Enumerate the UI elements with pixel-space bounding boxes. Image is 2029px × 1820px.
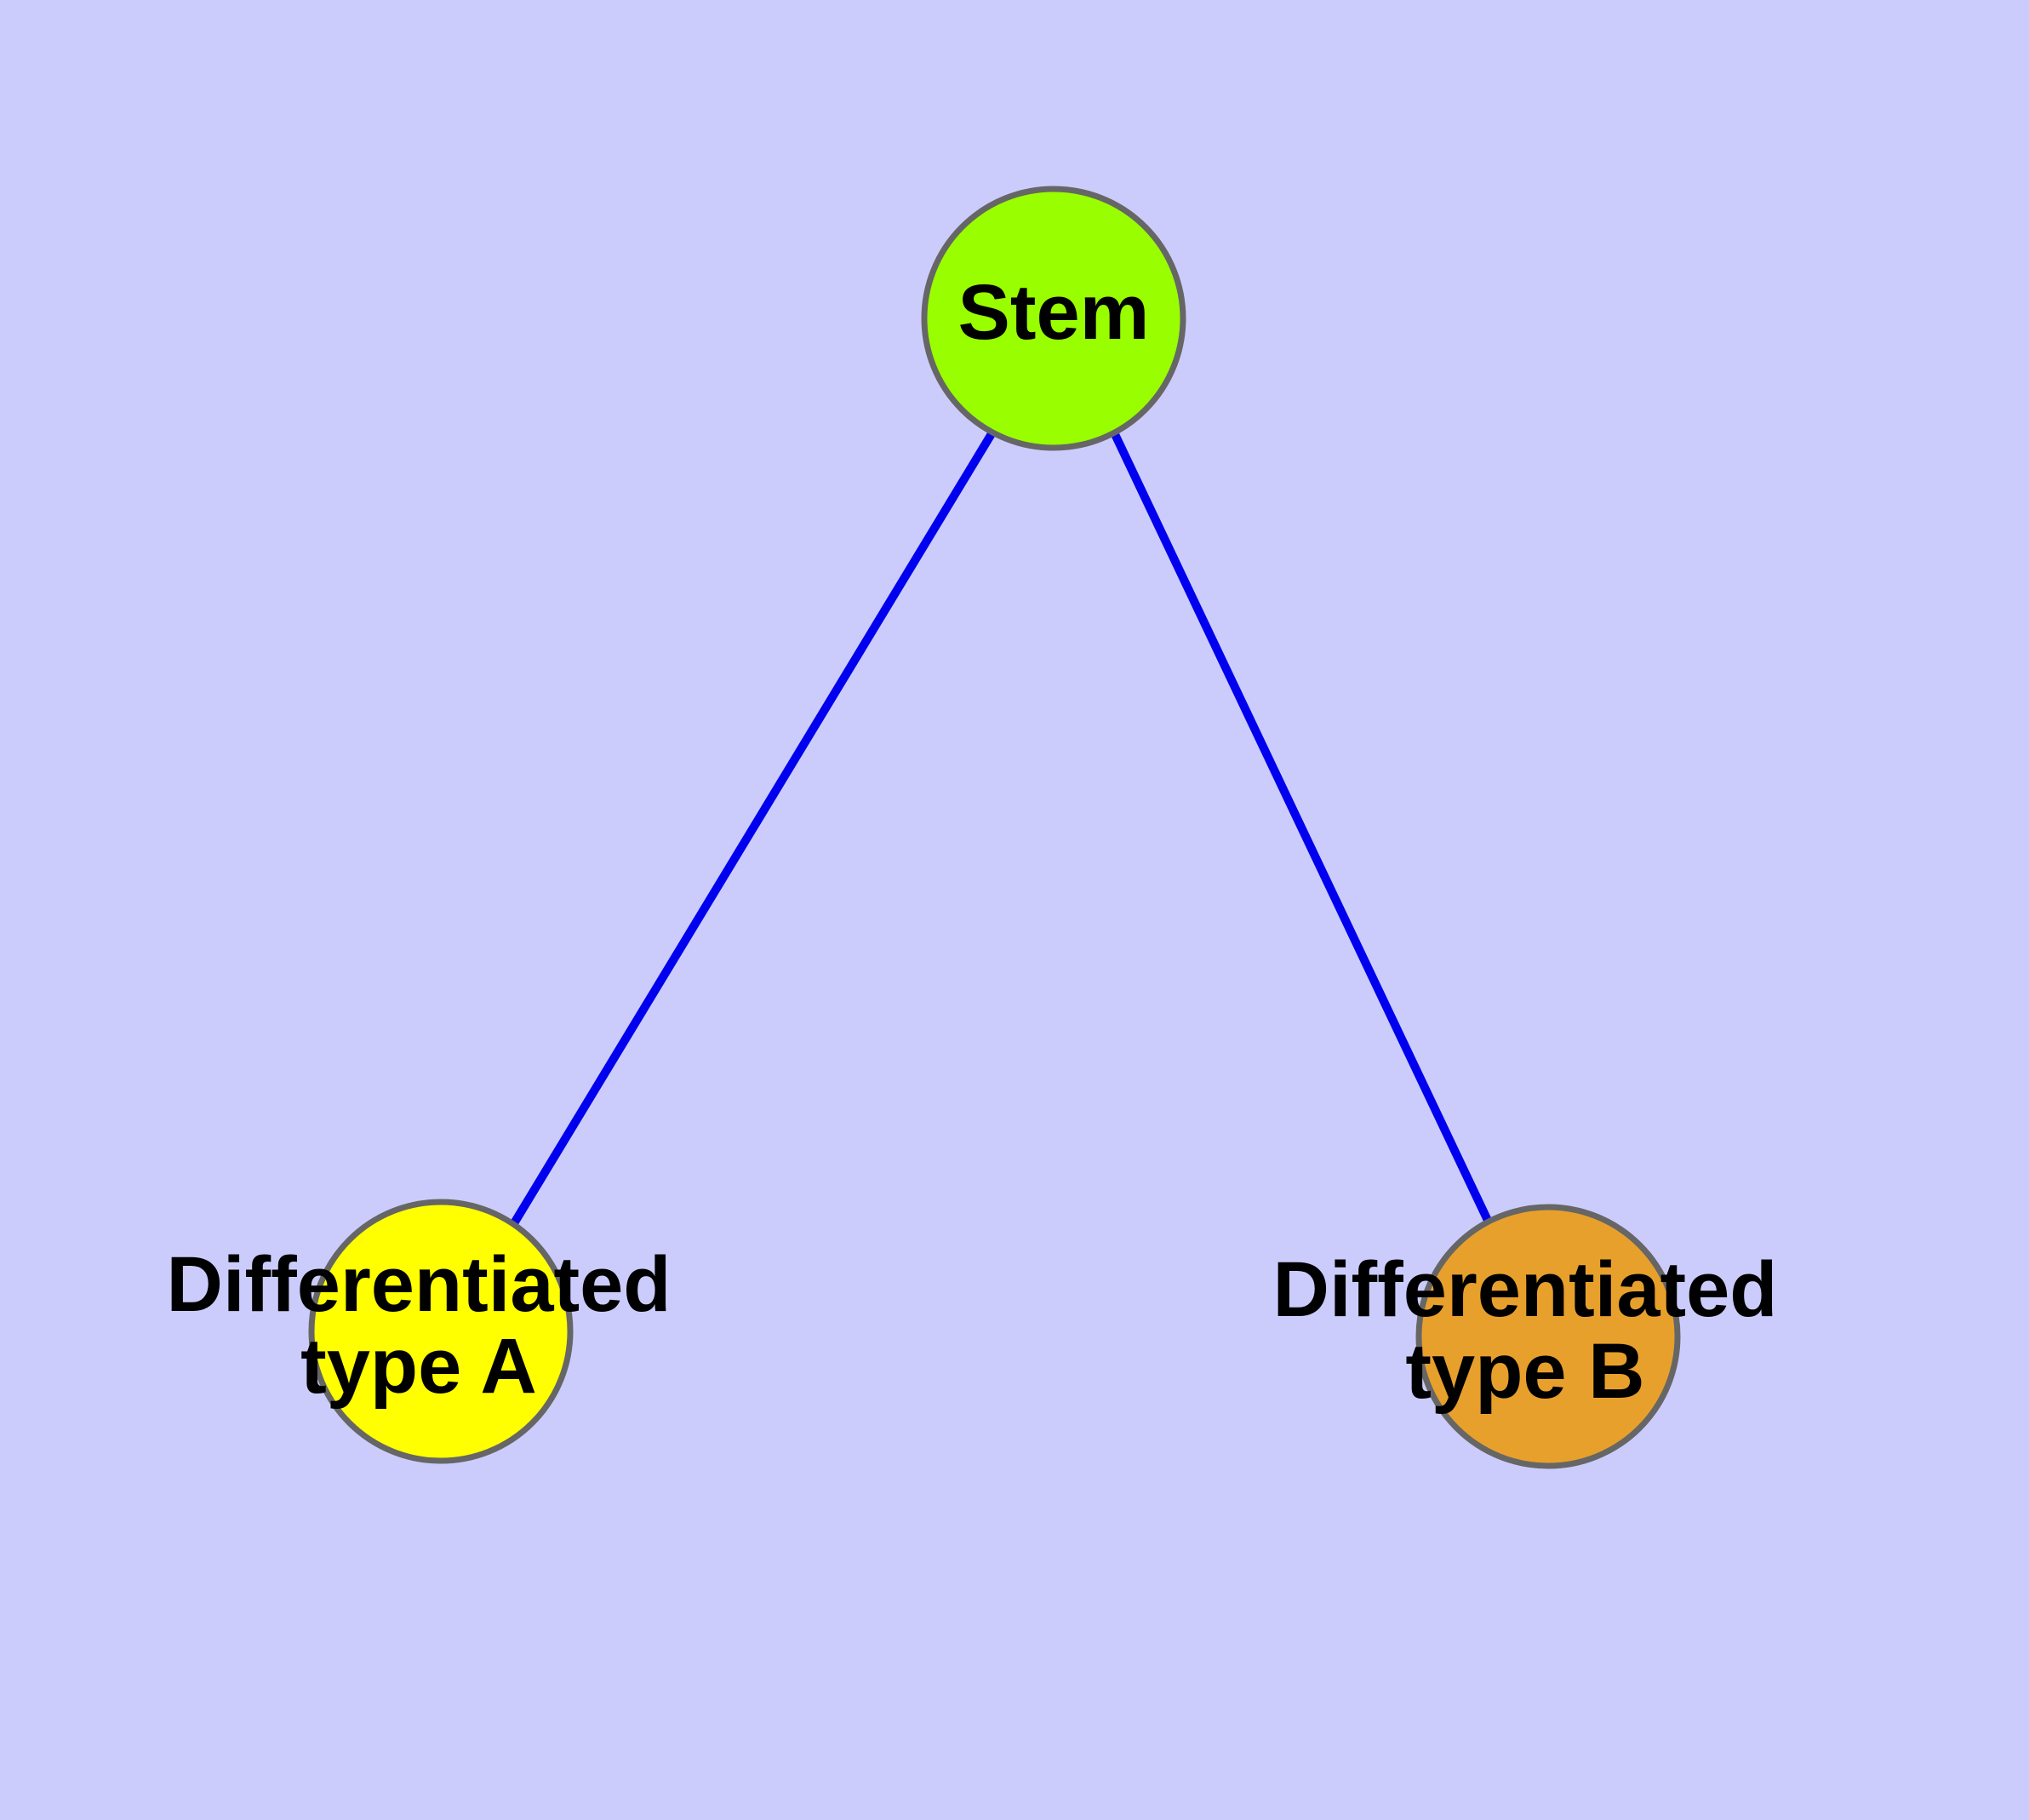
edge-stem-diff-b[interactable] [1110,430,1495,1230]
node-label-line: type A [300,1323,537,1410]
edge-layer [507,430,1495,1230]
node-label-line: Differentiated [1273,1246,1778,1333]
node-circle-diff-b[interactable] [1415,1204,1681,1469]
node-layer [308,186,1681,1469]
node-label-stem: Stem [958,269,1150,356]
edge-stem-diff-a[interactable] [507,430,997,1230]
node-label-line: type B [1405,1328,1644,1415]
node-circle-stem[interactable] [921,186,1186,451]
node-circle-diff-a[interactable] [308,1199,574,1464]
node-label-line: Differentiated [167,1241,672,1328]
node-label-line: Stem [958,269,1150,356]
